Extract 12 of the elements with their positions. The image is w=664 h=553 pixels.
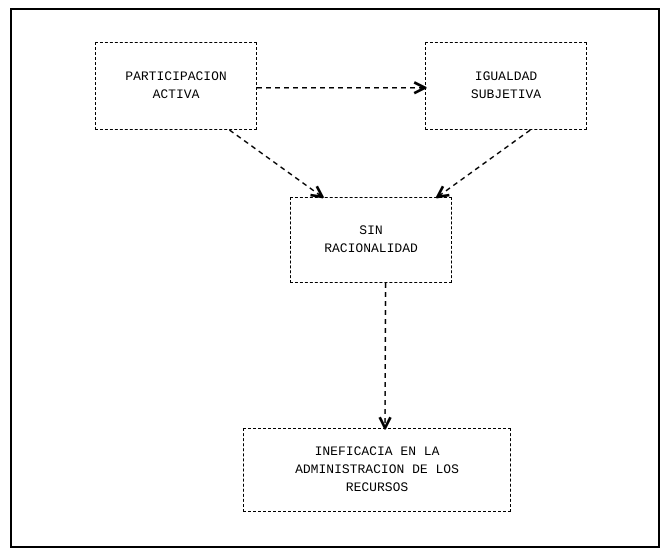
process-box [290,197,452,283]
box-label: INEFICACIA EN LA ADMINISTRACION DE LOS RECURSOS [294,443,460,497]
box-label: IGUALDAD SUBJETIVA [470,68,542,104]
arrow [378,283,392,430]
box-label: SIN RACIONALIDAD [324,222,418,258]
process-box [95,42,257,130]
arrow [436,129,531,198]
arrow [229,129,324,198]
arrow [257,81,426,94]
process-box [243,428,511,512]
box-label: PARTICIPACION ACTIVA [124,68,228,104]
process-box [425,42,587,130]
